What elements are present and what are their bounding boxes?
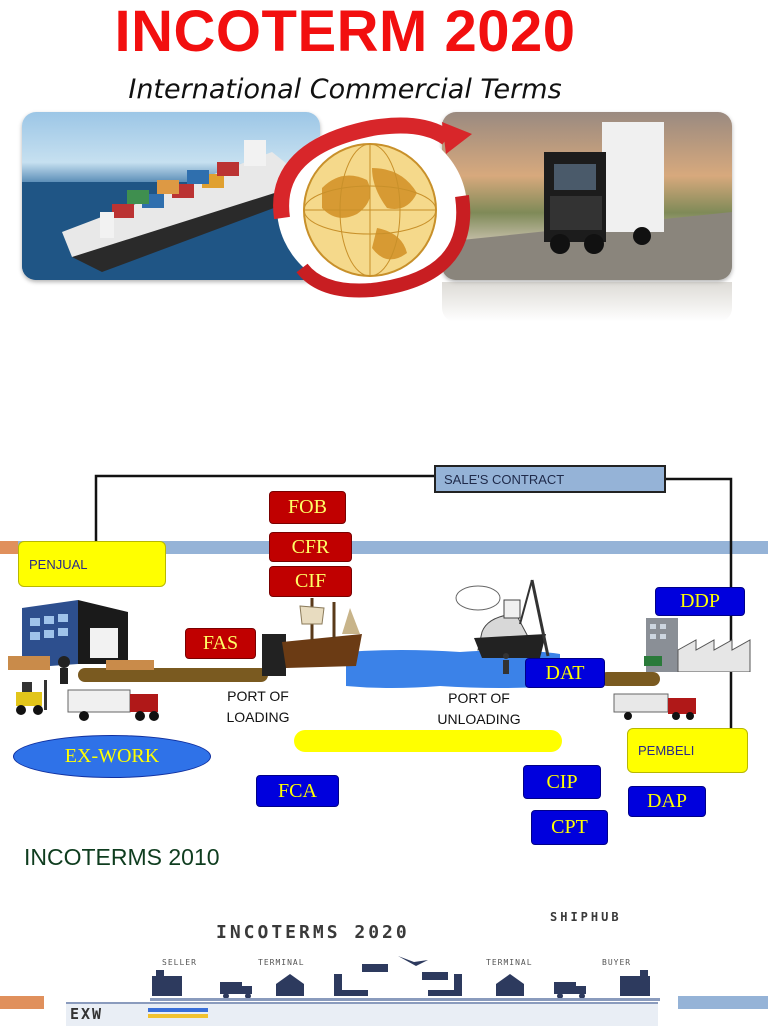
slide-accent-tick-bottom bbox=[0, 996, 44, 1009]
term-cif: CIF bbox=[269, 566, 352, 597]
port-of-loading-label: PORT OF LOADING bbox=[218, 686, 298, 728]
port-of-unloading-label: PORT OF UNLOADING bbox=[424, 688, 534, 730]
sailing-ship-icon bbox=[262, 598, 362, 676]
port-loading-line-1: PORT OF bbox=[227, 688, 289, 704]
slide-accent-band bbox=[0, 541, 768, 554]
slide-accent-tick bbox=[0, 541, 18, 554]
port-unloading-line-1: PORT OF bbox=[448, 690, 510, 706]
slide-accent-band-bottom bbox=[678, 996, 768, 1009]
role-seller: SELLER bbox=[162, 958, 197, 967]
bottom-graphic-title: INCOTERMS 2020 bbox=[216, 922, 410, 943]
term-cpt: CPT bbox=[531, 810, 608, 845]
cargo-ship-photo bbox=[22, 112, 320, 280]
page-title: INCOTERM 2020 bbox=[114, 0, 576, 64]
truck-photo bbox=[442, 112, 732, 280]
brand-logo: SHIPHUB bbox=[550, 910, 622, 924]
term-cip: CIP bbox=[523, 765, 601, 799]
dock-worker-icon bbox=[503, 653, 509, 674]
warehouse-icon bbox=[8, 600, 159, 721]
delivery-truck-icon bbox=[613, 693, 696, 720]
term-fca: FCA bbox=[256, 775, 339, 807]
table-row-exw: EXW bbox=[70, 1005, 104, 1023]
truck-photo-reflection bbox=[442, 282, 732, 322]
freighter-ship-icon bbox=[455, 579, 550, 658]
term-fas: FAS bbox=[185, 628, 256, 659]
term-dat: DAT bbox=[525, 658, 605, 688]
incoterms-table bbox=[66, 1002, 658, 1026]
diagram-caption: INCOTERMS 2010 bbox=[24, 844, 220, 870]
globe-arrow-graphic bbox=[262, 108, 482, 308]
role-terminal-origin: TERMINAL bbox=[258, 958, 305, 967]
page-subtitle: International Commercial Terms bbox=[128, 74, 562, 105]
term-ex-work: EX-WORK bbox=[13, 735, 211, 778]
term-fob: FOB bbox=[269, 491, 346, 524]
cargo-ship-illustration bbox=[22, 140, 320, 280]
seller-box: PENJUAL bbox=[18, 541, 166, 587]
term-ddp: DDP bbox=[655, 587, 745, 616]
globe-icon bbox=[273, 117, 472, 298]
port-loading-line-2: LOADING bbox=[226, 709, 290, 725]
term-dap: DAP bbox=[628, 786, 706, 817]
truck-illustration bbox=[442, 122, 732, 280]
port-unloading-line-2: UNLOADING bbox=[437, 711, 521, 727]
buyer-box: PEMBELI bbox=[627, 728, 748, 773]
role-buyer: BUYER bbox=[602, 958, 632, 967]
term-cfr: CFR bbox=[269, 532, 352, 562]
factory-icon bbox=[644, 618, 751, 672]
sale-contract-box: SALE'S CONTRACT bbox=[434, 465, 666, 493]
logistics-icons-row bbox=[150, 956, 660, 1001]
role-terminal-destination: TERMINAL bbox=[486, 958, 533, 967]
